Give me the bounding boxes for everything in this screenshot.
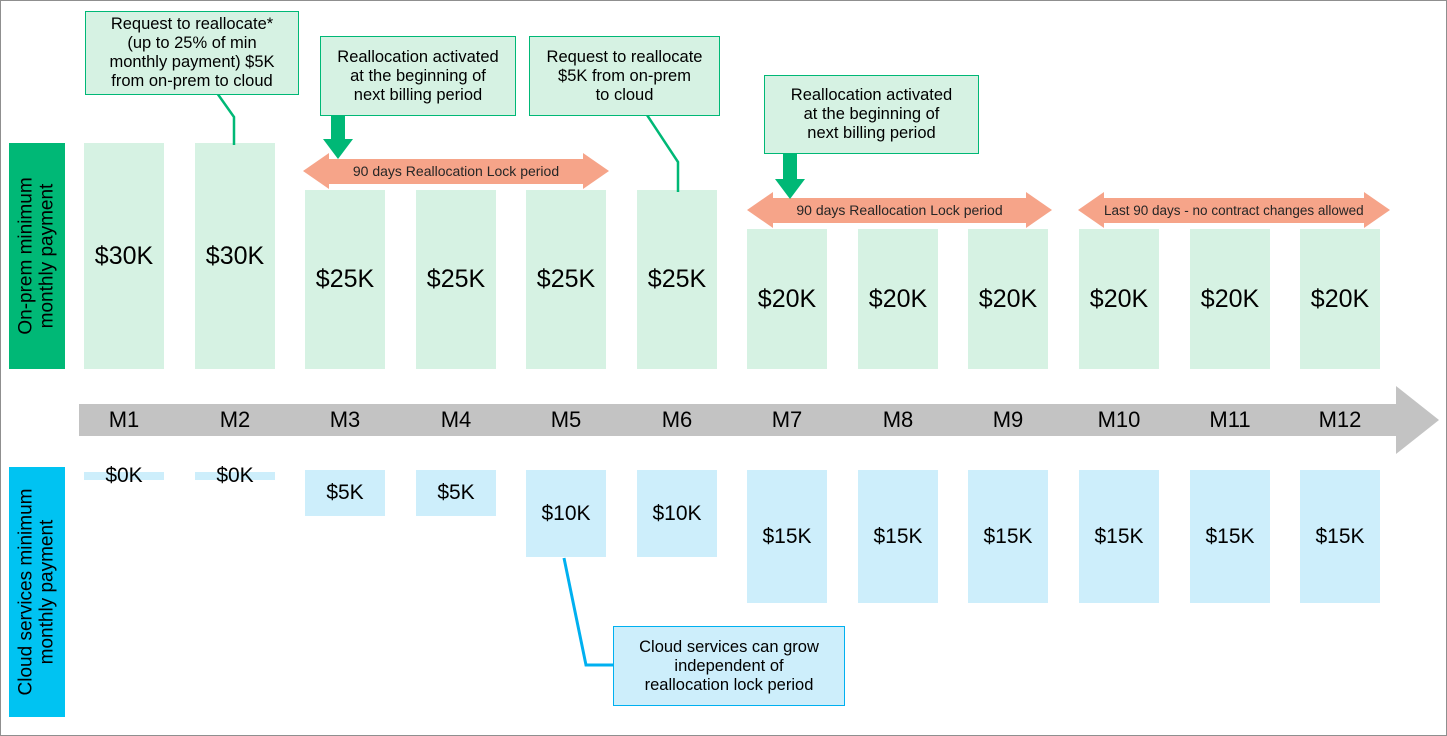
lock-period-arrow-1: 90 days Reallocation Lock period	[303, 153, 609, 189]
callout-reallocation-activated-2: Reallocation activated at the beginning …	[764, 75, 979, 154]
arrow-left-head-icon	[303, 153, 329, 189]
cloud-bar-m8: $15K	[858, 470, 938, 603]
activation-down-arrow-2-icon	[775, 152, 805, 199]
cloud-bar-value: $15K	[873, 524, 923, 548]
month-label-m3: M3	[329, 407, 361, 432]
month-label-m2: M2	[219, 407, 251, 432]
cloud-bar-value: $5K	[326, 481, 364, 504]
cloud-bar-value: $15K	[1094, 524, 1144, 548]
lock-period-arrow-2-label: 90 days Reallocation Lock period	[796, 202, 1003, 218]
connector-request2-to-m6-bar	[645, 114, 680, 192]
month-label-m4: M4	[440, 407, 472, 432]
last-90-days-arrow-label: Last 90 days - no contract changes allow…	[1104, 202, 1364, 218]
on-prem-row-label: On-prem minimum monthly payment	[9, 143, 65, 369]
cloud-bar-value: $10K	[541, 501, 591, 525]
timeline-arrowhead-icon	[1396, 386, 1439, 454]
on-prem-bar-m7: $20K	[747, 229, 827, 369]
cloud-bar-value: $0K	[105, 464, 143, 487]
cloud-row-label-text: Cloud services minimum monthly payment	[15, 488, 58, 696]
callout-request-reallocate-2: Request to reallocate $5K from on-prem t…	[529, 36, 720, 116]
callout-request-reallocate-1: Request to reallocate* (up to 25% of min…	[85, 11, 299, 95]
on-prem-bar-value: $20K	[1089, 284, 1149, 313]
cloud-bar-m6: $10K	[637, 470, 717, 557]
arrow-right-head-icon	[1363, 192, 1390, 228]
on-prem-bar-value: $20K	[757, 284, 817, 313]
cloud-bar-m9: $15K	[968, 470, 1048, 603]
on-prem-bar-m11: $20K	[1190, 229, 1270, 369]
month-label-m9: M9	[992, 407, 1024, 432]
on-prem-row-label-text: On-prem minimum monthly payment	[15, 177, 58, 335]
month-label-m6: M6	[661, 407, 693, 432]
on-prem-bar-value: $20K	[1310, 284, 1370, 313]
on-prem-bar-value: $25K	[426, 265, 486, 293]
cloud-bar-m4: $5K	[416, 470, 496, 516]
cloud-row-label: Cloud services minimum monthly payment	[9, 467, 65, 717]
arrow-right-head-icon	[1026, 192, 1052, 228]
callout-reallocation-activated-1: Reallocation activated at the beginning …	[320, 36, 516, 116]
cloud-bar-value: $15K	[983, 524, 1033, 548]
month-label-m10: M10	[1097, 407, 1141, 432]
on-prem-bar-m4: $25K	[416, 190, 496, 369]
timeline-band	[79, 404, 1396, 436]
month-label-m12: M12	[1318, 407, 1362, 432]
connector-cloud-growth-to-m5-bar	[562, 557, 613, 667]
cloud-bar-value: $0K	[216, 464, 254, 487]
month-label-m11: M11	[1209, 407, 1251, 432]
on-prem-bar-value: $20K	[1200, 284, 1260, 313]
on-prem-bar-m12: $20K	[1300, 229, 1380, 369]
cloud-bar-value: $15K	[1205, 524, 1255, 548]
cloud-bar-m2: $0K	[195, 464, 275, 487]
month-label-m8: M8	[882, 407, 914, 432]
last-90-days-arrow: Last 90 days - no contract changes allow…	[1078, 192, 1390, 228]
arrow-left-head-icon	[1078, 192, 1104, 228]
on-prem-bar-m9: $20K	[968, 229, 1048, 369]
cloud-bar-m11: $15K	[1190, 470, 1270, 603]
on-prem-bar-m3: $25K	[305, 190, 385, 369]
on-prem-bar-value: $30K	[205, 241, 265, 270]
cloud-bar-m3: $5K	[305, 470, 385, 516]
month-label-m1: M1	[108, 407, 140, 432]
cloud-bar-value: $15K	[1315, 524, 1365, 548]
on-prem-bar-value: $25K	[536, 265, 596, 293]
on-prem-bar-value: $25K	[315, 265, 375, 293]
month-label-m5: M5	[550, 407, 582, 432]
month-label-m7: M7	[771, 407, 803, 432]
on-prem-bar-m8: $20K	[858, 229, 938, 369]
on-prem-bar-m5: $25K	[526, 190, 606, 369]
on-prem-bar-value: $20K	[868, 284, 928, 313]
activation-down-arrow-1-icon	[323, 115, 353, 159]
lock-period-arrow-1-label: 90 days Reallocation Lock period	[352, 163, 560, 179]
on-prem-bar-value: $20K	[978, 284, 1038, 313]
cloud-bar-value: $5K	[437, 481, 475, 504]
cloud-bar-m5: $10K	[526, 470, 606, 557]
cloud-bar-m10: $15K	[1079, 470, 1159, 603]
lock-period-arrow-2: 90 days Reallocation Lock period	[747, 192, 1052, 228]
arrow-right-head-icon	[583, 153, 609, 189]
on-prem-bar-m1: $30K	[84, 143, 164, 369]
cloud-bar-value: $10K	[652, 501, 702, 525]
connector-request1-to-m2-bar	[215, 92, 236, 145]
on-prem-bar-m2: $30K	[195, 143, 275, 369]
cloud-bar-value: $15K	[762, 524, 812, 548]
callout-cloud-growth: Cloud services can grow independent of r…	[613, 626, 845, 706]
on-prem-bar-value: $30K	[94, 241, 154, 270]
cloud-bar-m7: $15K	[747, 470, 827, 603]
on-prem-bar-value: $25K	[647, 265, 707, 293]
cloud-bar-m1: $0K	[84, 464, 164, 487]
cloud-bar-m12: $15K	[1300, 470, 1380, 603]
on-prem-bar-m10: $20K	[1079, 229, 1159, 369]
on-prem-bar-m6: $25K	[637, 190, 717, 369]
arrow-left-head-icon	[747, 192, 773, 228]
